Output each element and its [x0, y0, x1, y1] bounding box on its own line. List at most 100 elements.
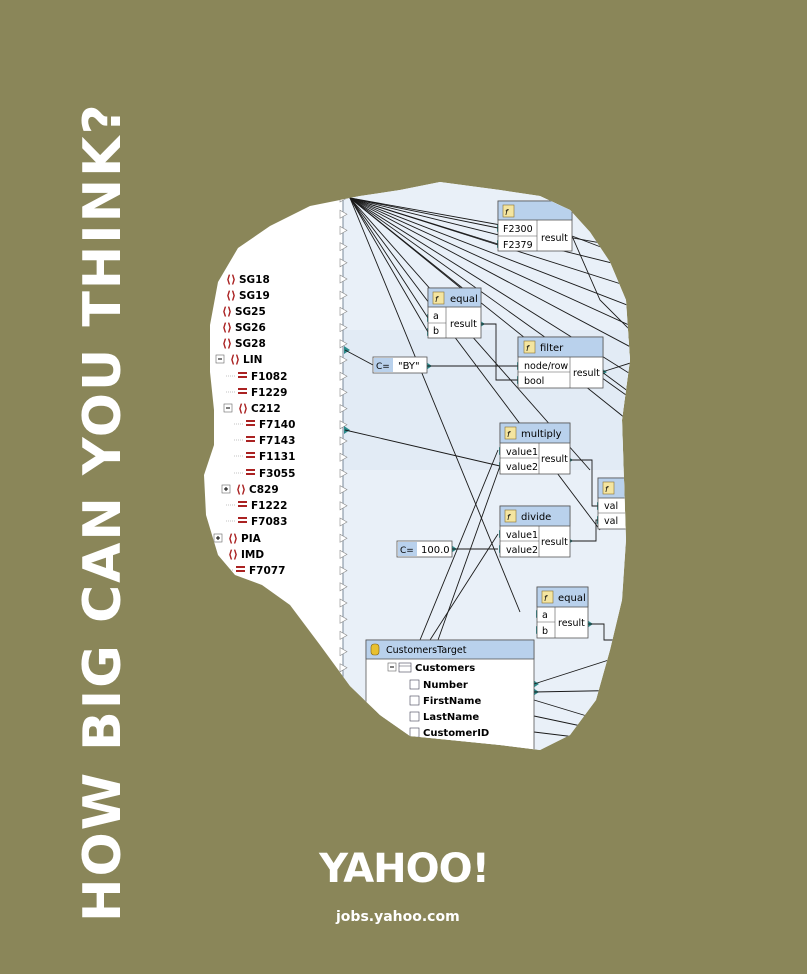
node-input-a: a [433, 311, 439, 322]
node-title-multiply: multiply [521, 429, 562, 440]
element-icon: ⟨⟩ [222, 321, 232, 334]
element-icon: ⟨⟩ [228, 532, 238, 545]
function-node-divide[interactable]: f divide value1 value2 result [499, 505, 571, 558]
field-icon [246, 436, 255, 442]
function-node-equal-2[interactable]: f equal a b result [536, 586, 589, 639]
tree-item-f7083[interactable]: F7083 [226, 516, 287, 528]
constant-value: 100.0 [421, 545, 450, 556]
target-title: CustomersTarget [386, 645, 467, 656]
tree-item-label: F3055 [259, 468, 295, 480]
field-icon [246, 420, 255, 426]
svg-text:⟨⟩: ⟨⟩ [222, 337, 232, 350]
tree-item-f1082[interactable]: F1082 [226, 371, 287, 383]
node-output-result: result [450, 319, 477, 330]
node-title-equal: equal [450, 294, 478, 305]
tree-item-c212[interactable]: ⟨⟩C212 [223, 402, 281, 415]
node-input-val: val [604, 501, 618, 512]
function-icon: f [541, 590, 554, 604]
collapse-icon[interactable] [223, 403, 233, 413]
tree-item-f3055[interactable]: F3055 [234, 468, 295, 480]
constant-prefix: C= [400, 546, 414, 556]
node-input-value2: value2 [506, 545, 538, 556]
tree-item-f1222[interactable]: F1222 [226, 500, 287, 512]
element-icon: ⟨⟩ [236, 483, 246, 496]
yahoo-logo[interactable]: YAHOO! [300, 842, 510, 892]
svg-text:f: f [507, 430, 511, 439]
target-root: Customers [415, 663, 475, 674]
svg-text:⟨⟩: ⟨⟩ [222, 305, 232, 318]
tree-item-pia[interactable]: ⟨⟩PIA [213, 532, 262, 545]
constant-100[interactable]: C= 100.0 [396, 540, 453, 558]
function-icon: f [432, 291, 445, 305]
tree-item-label: LIN [243, 354, 262, 366]
field-icon [238, 517, 247, 523]
expand-icon[interactable] [213, 533, 223, 543]
tree-item-label: F7083 [251, 516, 287, 528]
headline: HOW BIG CAN YOU THINK? [73, 102, 133, 922]
tree-item-label: F1131 [259, 451, 295, 463]
tree-item-label: F7140 [259, 419, 295, 431]
tree-item-label: F7143 [259, 435, 295, 447]
node-output-result: result [541, 233, 568, 244]
function-node-top[interactable]: f F2300 F2379 result [497, 200, 573, 252]
tree-item-label: SG18 [239, 274, 270, 286]
logo-text: YAHOO! [318, 846, 489, 892]
tree-item-f7143[interactable]: F7143 [234, 435, 295, 447]
function-node-multiply[interactable]: f multiply value1 value2 result [499, 422, 571, 475]
svg-text:f: f [435, 295, 439, 304]
svg-text:⟨⟩: ⟨⟩ [236, 483, 246, 496]
svg-text:f: f [505, 208, 509, 217]
node-title-filter: filter [540, 343, 564, 354]
node-output-result: result [541, 537, 568, 548]
jobs-url[interactable]: jobs.yahoo.com [336, 909, 460, 925]
source-tree: ⟨⟩SG18⟨⟩SG19⟨⟩SG25⟨⟩SG26⟨⟩SG28⟨⟩LINF1082… [213, 273, 295, 577]
tree-item-label: SG25 [235, 306, 266, 318]
svg-text:⟨⟩: ⟨⟩ [226, 273, 236, 286]
node-input-val: val [604, 516, 618, 527]
element-icon: ⟨⟩ [222, 337, 232, 350]
constant-by[interactable]: C= "BY" [372, 356, 428, 374]
function-node-partial[interactable]: f val val [597, 477, 638, 530]
node-input-value1: value1 [506, 447, 538, 458]
tree-item-sg25[interactable]: ⟨⟩SG25 [222, 305, 266, 318]
field-icon [246, 469, 255, 475]
svg-text:⟨⟩: ⟨⟩ [230, 353, 240, 366]
tree-item-label: SG19 [239, 290, 270, 302]
tree-item-label: F1082 [251, 371, 287, 383]
expand-icon[interactable] [221, 484, 231, 494]
field-icon [409, 711, 420, 722]
collapse-icon[interactable] [215, 354, 225, 364]
function-icon: f [504, 426, 517, 440]
tree-item-f1131[interactable]: F1131 [234, 451, 295, 463]
field-icon [409, 679, 420, 690]
target-field-lastname: LastName [423, 712, 479, 723]
collapse-icon[interactable] [387, 662, 397, 672]
target-field-customerid: CustomerID [423, 728, 489, 739]
function-icon: f [602, 481, 615, 495]
field-icon [238, 372, 247, 378]
svg-text:⟨⟩: ⟨⟩ [222, 321, 232, 334]
tree-item-sg19[interactable]: ⟨⟩SG19 [226, 289, 270, 302]
node-title-divide: divide [521, 512, 551, 523]
element-icon: ⟨⟩ [226, 273, 236, 286]
function-node-filter[interactable]: f filter node/row bool result [517, 336, 604, 389]
target-component[interactable]: CustomersTarget Customers Number FirstNa… [365, 639, 535, 755]
element-icon: ⟨⟩ [238, 402, 248, 415]
node-title-equal: equal [558, 593, 586, 604]
tree-item-sg18[interactable]: ⟨⟩SG18 [226, 273, 270, 286]
tree-item-lin[interactable]: ⟨⟩LIN [215, 353, 262, 366]
tree-item-f7140[interactable]: F7140 [234, 419, 295, 431]
tree-item-sg26[interactable]: ⟨⟩SG26 [222, 321, 266, 334]
field-icon [409, 695, 420, 706]
constant-prefix: C= [376, 362, 390, 372]
function-node-equal[interactable]: f equal a b result [427, 287, 482, 339]
tree-item-c829[interactable]: ⟨⟩C829 [221, 483, 279, 496]
tree-item-sg28[interactable]: ⟨⟩SG28 [222, 337, 266, 350]
svg-text:f: f [544, 594, 548, 603]
svg-text:⟨⟩: ⟨⟩ [228, 548, 238, 561]
target-field-firstname: FirstName [423, 696, 481, 707]
tree-item-f1229[interactable]: F1229 [226, 387, 287, 399]
tree-item-imd[interactable]: ⟨⟩IMD [228, 548, 264, 561]
